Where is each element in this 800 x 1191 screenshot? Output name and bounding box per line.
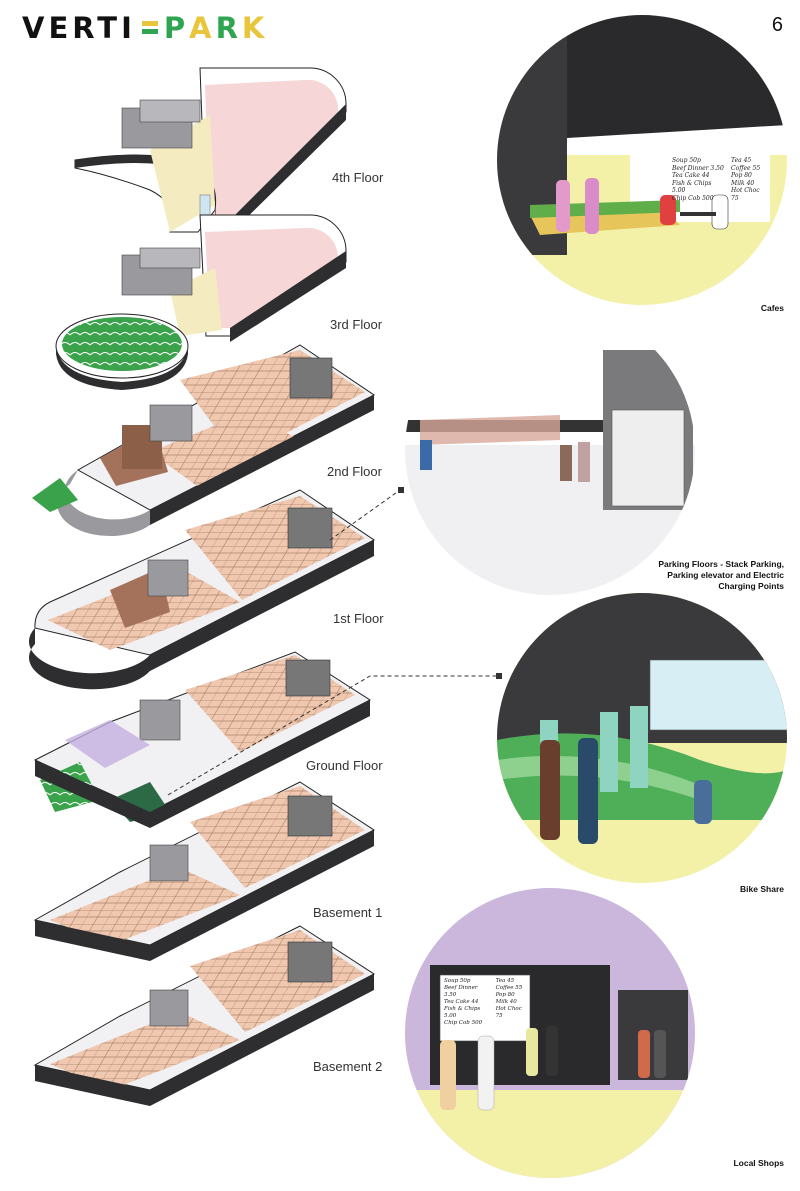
floor-label-ground: Ground Floor <box>306 758 383 773</box>
caption-cafes: Cafes <box>760 303 784 313</box>
cafe-menu-right: Tea 45 Coffee 55 Pop 80 Milk 40 Hot Choc… <box>731 157 761 202</box>
shop-menu-right: Tea 45 Coffee 55 Pop 80 Milk 40 Hot Choc… <box>495 978 523 1019</box>
vignette-bike-share <box>497 593 787 883</box>
caption-parking-floors: Parking Floors - Stack Parking, Parking … <box>658 559 784 591</box>
floor-basement-2-plate <box>33 925 375 1106</box>
leader-line-parking <box>329 489 401 541</box>
leader-line-bike-share <box>167 675 498 796</box>
logo-dash-icon <box>141 21 158 35</box>
floor-3-plate <box>55 214 347 390</box>
cafe-menu-left: Soup 50p Beef Dinner 3.50 Tea Cake 44 Fi… <box>672 157 724 202</box>
vignette-local-shops <box>405 888 695 1178</box>
leader-marker-parking <box>398 487 404 493</box>
shop-menu-left: Soup 50p Beef Dinner 3.50 Tea Cake 44 Fi… <box>444 978 483 1026</box>
floor-basement-1-plate <box>33 781 375 961</box>
floor-label-3rd: 3rd Floor <box>330 317 383 332</box>
leader-marker-bike-share <box>496 673 502 679</box>
shop-menu-board: Soup 50p Beef Dinner 3.50 Tea Cake 44 Fi… <box>444 978 528 1027</box>
floor-1-plate <box>28 489 375 690</box>
floor-4-plate <box>74 67 347 236</box>
floor-2-plate <box>32 344 375 537</box>
cafe-menu-board: Soup 50p Beef Dinner 3.50 Tea Cake 44 Fi… <box>672 157 768 202</box>
floor-ground-plate <box>33 651 372 828</box>
page-number: 6 <box>771 14 783 36</box>
floor-label-2nd: 2nd Floor <box>327 464 382 479</box>
vignette-parking-floors <box>405 305 695 595</box>
verti-park-logo: VERTI P A R K <box>22 11 269 45</box>
caption-bike-share: Bike Share <box>740 884 784 894</box>
caption-local-shops: Local Shops <box>733 1158 784 1168</box>
floor-label-4th: 4th Floor <box>332 170 384 185</box>
floor-label-1st: 1st Floor <box>333 611 384 626</box>
floor-label-basement-1: Basement 1 <box>313 905 383 920</box>
floor-label-basement-2: Basement 2 <box>313 1059 383 1074</box>
